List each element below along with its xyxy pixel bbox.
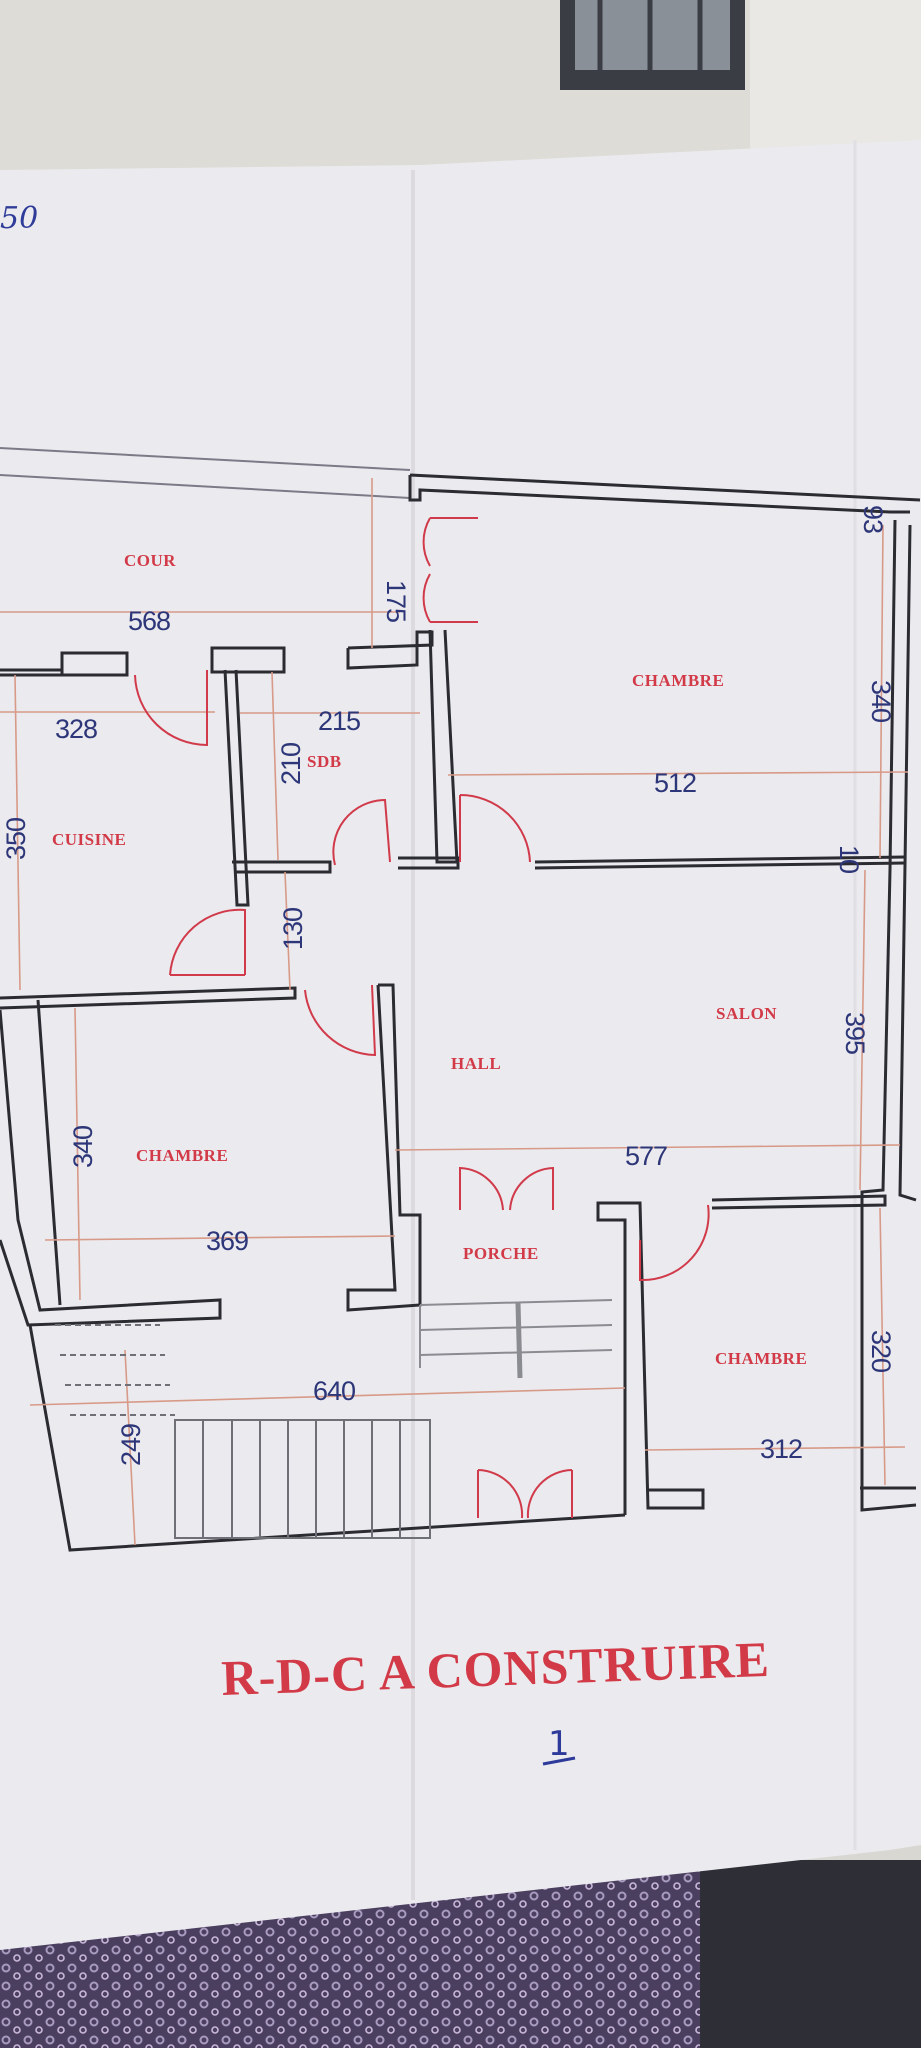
dimension-640: 640 <box>313 1376 355 1406</box>
dimension-369: 369 <box>206 1226 248 1256</box>
page-number: 1 <box>548 1724 570 1764</box>
room-label-chambre-top: CHAMBRE <box>632 671 724 690</box>
dimension-10: 10 <box>834 845 864 873</box>
dimension-568: 568 <box>128 606 170 636</box>
door-cuisine <box>134 670 208 747</box>
room-label-cour: COUR <box>124 551 176 570</box>
room-label-salon: SALON <box>716 1004 777 1023</box>
dimension-210: 210 <box>276 743 306 785</box>
boundary-line <box>0 474 411 499</box>
room-label-chambre-left: CHAMBRE <box>136 1146 228 1165</box>
door-chambre-bottom <box>639 1204 710 1282</box>
room-label-porche: PORCHE <box>463 1244 539 1263</box>
dimension-249: 249 <box>116 1424 146 1466</box>
dimension-350: 350 <box>1 818 31 860</box>
dimension-175: 175 <box>381 580 411 622</box>
boundary-line <box>0 447 411 471</box>
dimension-577: 577 <box>625 1141 667 1171</box>
dimension-130: 130 <box>278 908 308 950</box>
dimension-215: 215 <box>318 706 360 736</box>
room-label-hall: HALL <box>451 1054 501 1073</box>
dimension-lines <box>0 478 909 1546</box>
door-porche <box>459 1166 554 1211</box>
dimension-340-top: 340 <box>866 680 896 722</box>
room-label-chambre-bottom: CHAMBRE <box>715 1349 807 1368</box>
dimension-340-left: 340 <box>68 1126 98 1168</box>
dimension-320: 320 <box>866 1330 896 1372</box>
door-chambre-top-entry <box>422 517 478 623</box>
floor-plan: COUR CHAMBRE SDB CUISINE SALON HALL CHAM… <box>0 447 921 1552</box>
dimension-93: 93 <box>858 505 888 533</box>
doors <box>134 517 710 1519</box>
dimension-512: 512 <box>654 768 696 798</box>
door-chambre-top <box>459 793 531 863</box>
walls <box>0 473 921 1552</box>
porch-steps <box>419 1299 613 1379</box>
door-chambre-left <box>304 984 377 1057</box>
dimension-312: 312 <box>760 1434 802 1464</box>
dimension-328: 328 <box>55 714 97 744</box>
door-kitchen-hall <box>169 908 246 976</box>
door-entry <box>477 1469 573 1519</box>
staircase <box>55 1324 431 1539</box>
door-sdb <box>332 798 391 866</box>
room-label-cuisine: CUISINE <box>52 830 126 849</box>
handwritten-note: 50 <box>0 201 38 236</box>
paper-sheet <box>0 140 921 1950</box>
page-number-underline <box>542 1756 576 1766</box>
window-frame <box>560 0 921 150</box>
dimension-395: 395 <box>840 1012 870 1054</box>
room-label-sdb: SDB <box>307 752 342 771</box>
